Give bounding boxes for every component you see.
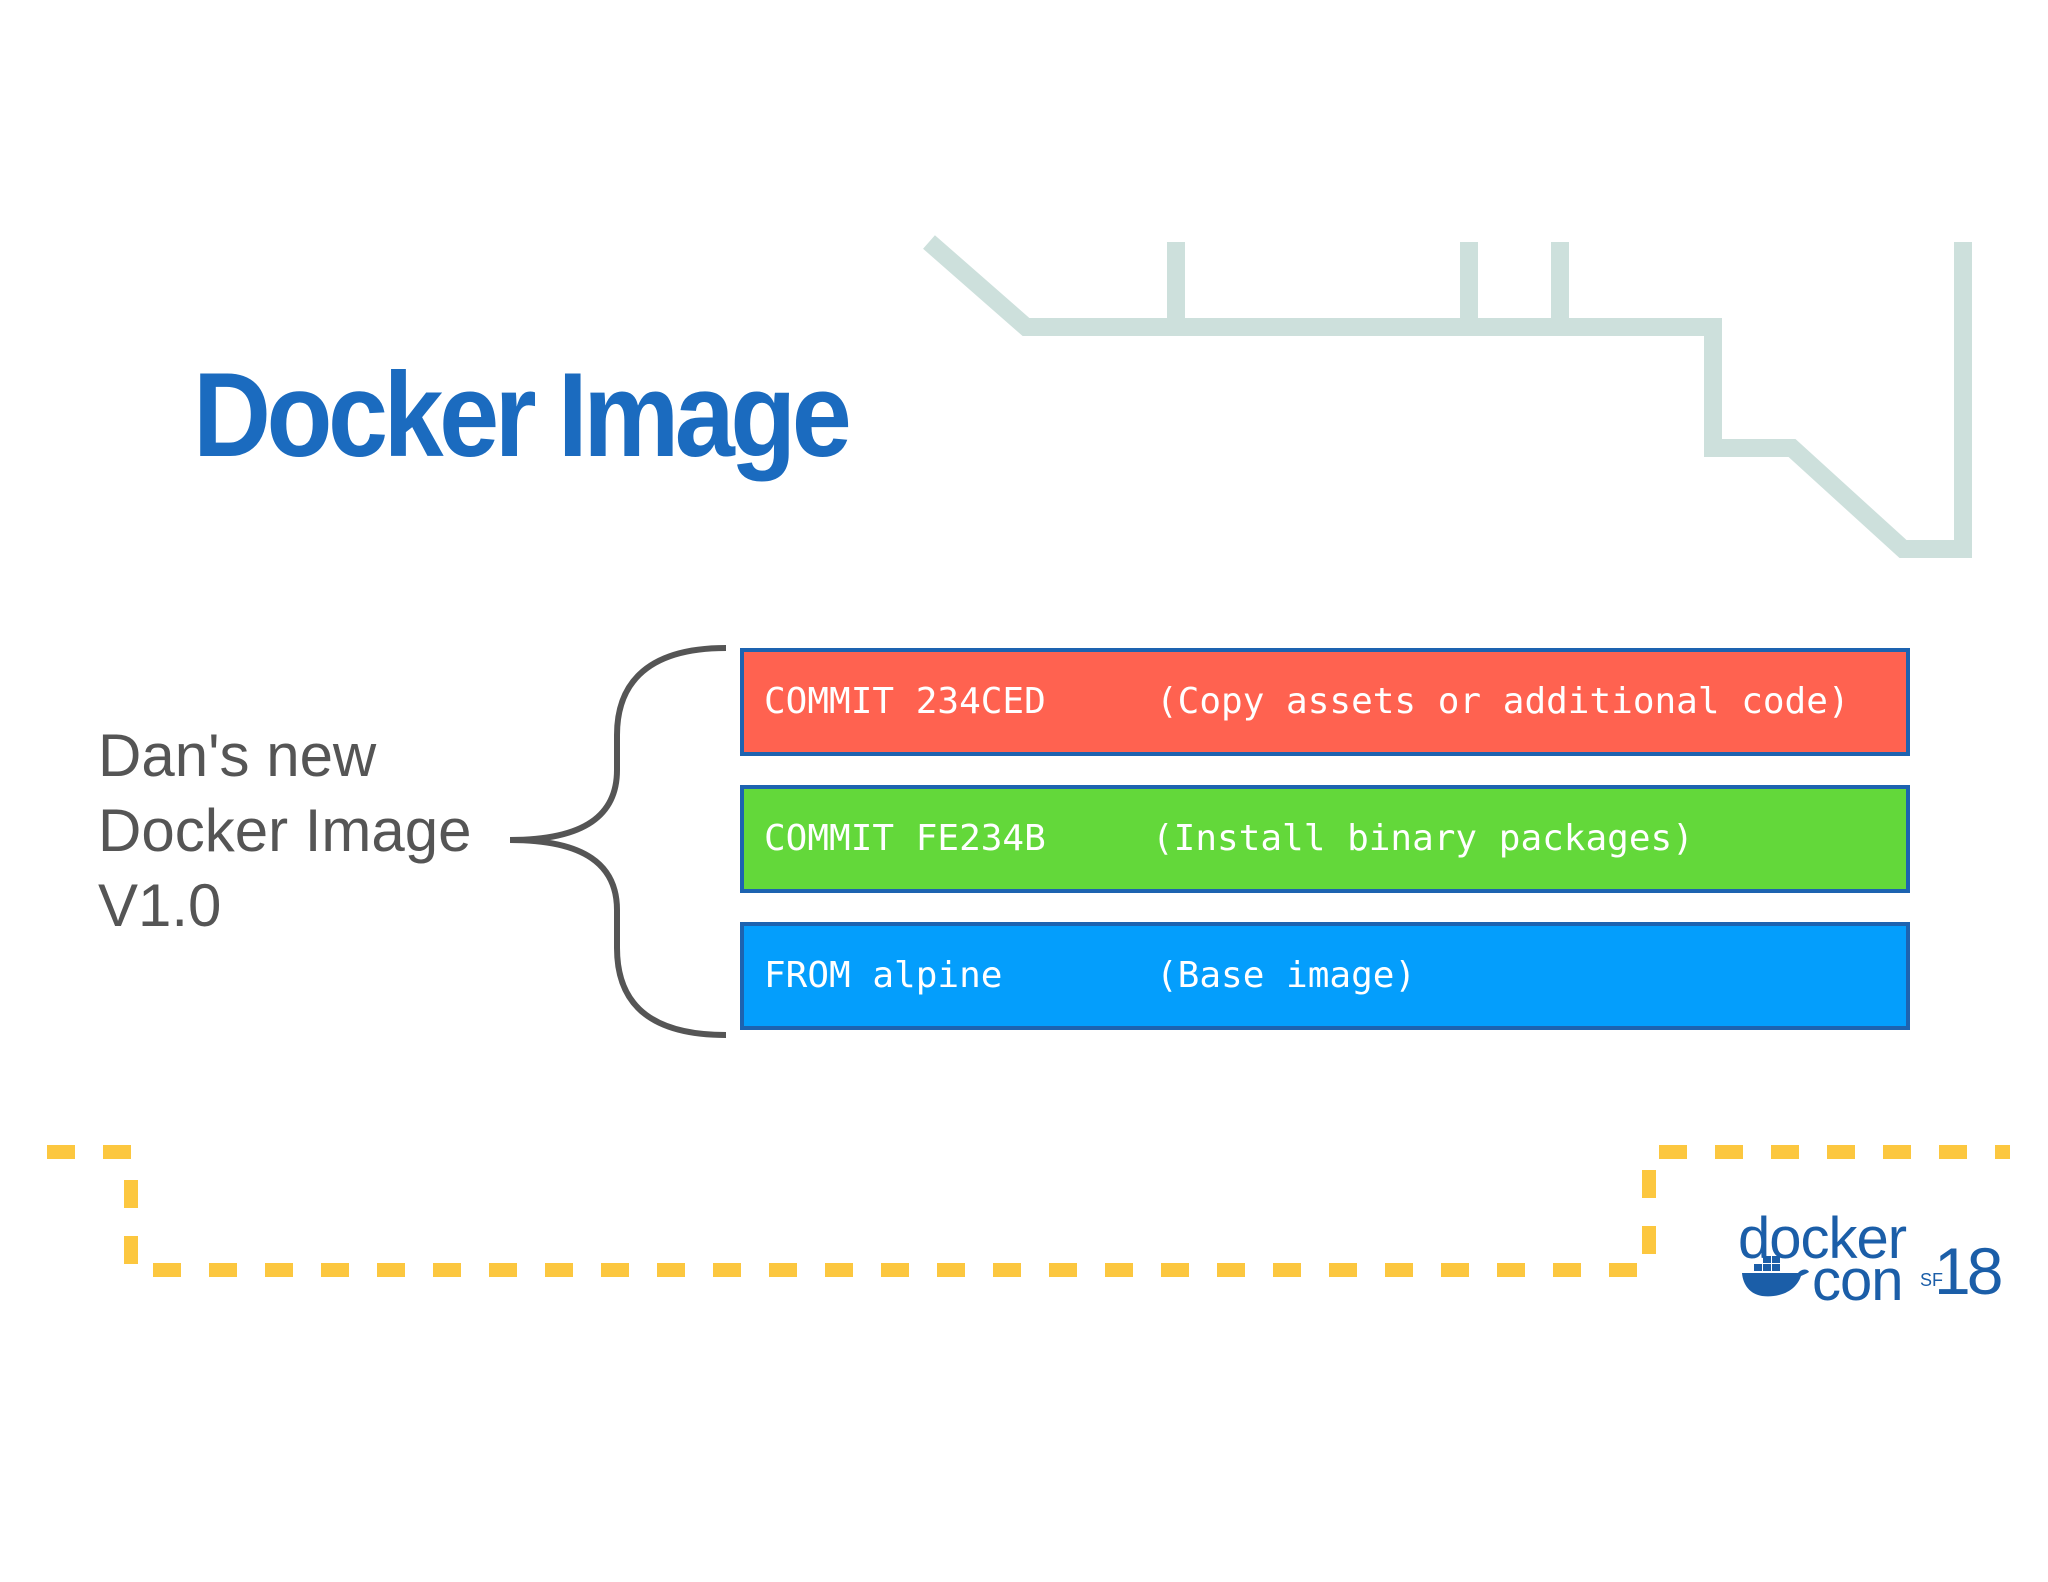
layer-commit-fe234b: COMMIT FE234B (Install binary packages)	[740, 785, 1910, 893]
image-label-line-1: Dan's new	[98, 722, 377, 789]
pipe-lines	[923, 235, 1972, 558]
image-label-line-3: V1.0	[98, 872, 222, 939]
layer-from-alpine: FROM alpine (Base image)	[740, 922, 1910, 1030]
layer-command: COMMIT 234CED	[764, 681, 1046, 722]
brace-icon	[509, 645, 727, 1038]
slide-title: Docker Image	[193, 348, 852, 482]
docker-whale-icon	[1742, 1256, 1809, 1297]
image-label: Dan's new Docker Image V1.0	[98, 718, 471, 943]
dockercon-logo: docker con SF 18	[1738, 1210, 2003, 1313]
layer-command: FROM alpine	[764, 955, 1003, 996]
logo-year: 18	[1934, 1234, 2003, 1308]
image-label-line-2: Docker Image	[98, 797, 472, 864]
dashed-path	[47, 1145, 2010, 1277]
layer-description: (Base image)	[1156, 955, 1417, 996]
logo-location: SF	[1920, 1270, 1944, 1290]
layer-commit-234ced: COMMIT 234CED (Copy assets or additional…	[740, 648, 1910, 756]
layer-command: COMMIT FE234B	[764, 818, 1046, 859]
layer-description: (Copy assets or additional code)	[1156, 681, 1850, 722]
layer-description: (Install binary packages)	[1152, 818, 1694, 859]
logo-word-con: con	[1812, 1248, 1904, 1313]
